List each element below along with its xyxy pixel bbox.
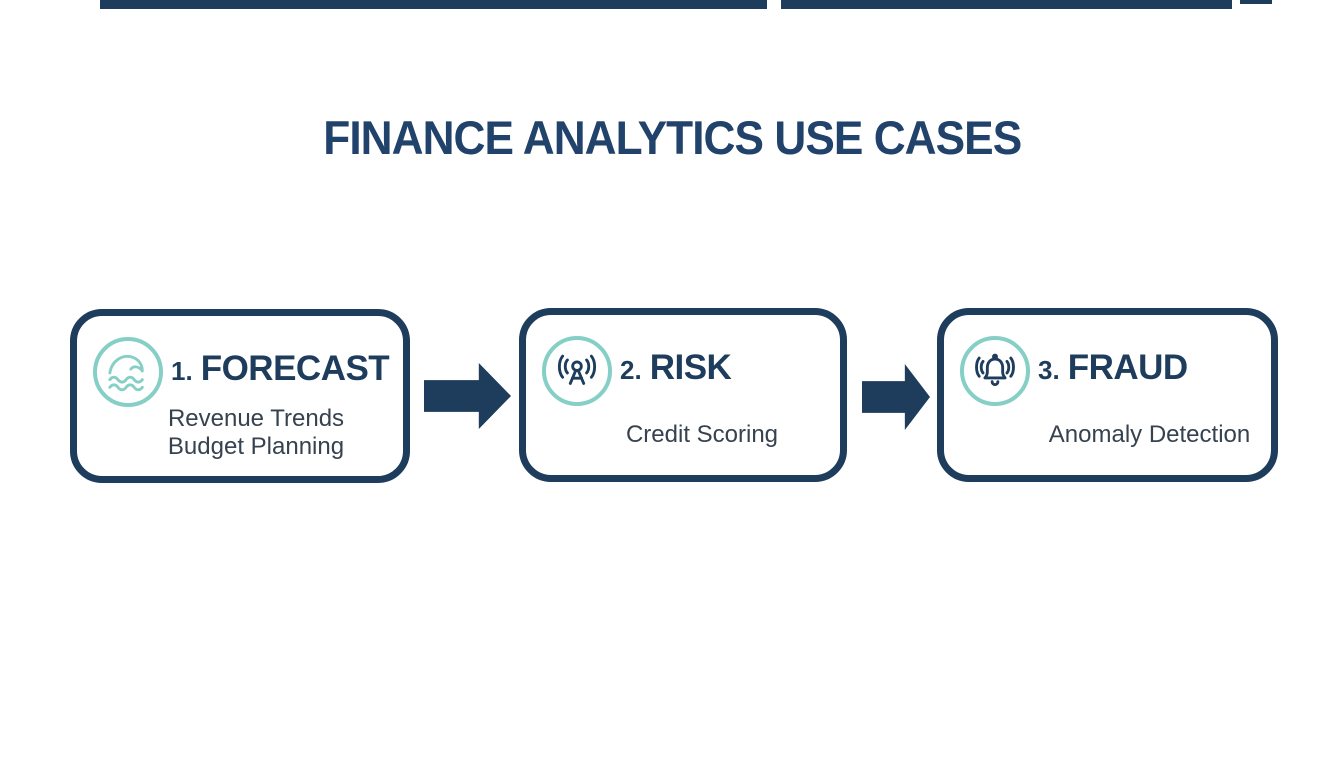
step-details: Credit Scoring [545,421,859,449]
detail-line: Anomaly Detection [1048,421,1251,448]
top-border-bar-left [100,0,767,9]
flow-arrow-1 [424,363,511,429]
step-number: 1. [171,356,193,386]
step-details: Anomaly Detection [986,421,1313,449]
step-number: 2. [620,355,642,385]
broadcast-signal-icon [542,336,612,406]
step-details: Revenue Trends Budget Planning [93,405,419,461]
step-label: FORECAST [200,349,390,388]
step-label: RISK [649,348,732,387]
step-title: 1. FORECAST [171,349,390,389]
step-title: 2. RISK [620,348,732,388]
flow-arrow-2 [862,364,930,430]
top-border-bar-dash [1240,0,1272,4]
top-border-bar-right [781,0,1232,9]
detail-line: Revenue Trends [167,405,345,432]
page-title: FINANCE ANALYTICS USE CASES [0,110,1344,165]
ocean-wave-icon [93,337,163,407]
detail-line: Budget Planning [167,433,345,460]
alert-bell-icon [960,336,1030,406]
step-card-forecast: 1. FORECAST Revenue Trends Budget Planni… [70,309,410,483]
step-number: 3. [1038,355,1060,385]
step-label: FRAUD [1067,348,1188,387]
step-title: 3. FRAUD [1038,348,1188,388]
page-title-text: FINANCE ANALYTICS USE CASES [323,111,1022,164]
step-card-fraud: 3. FRAUD Anomaly Detection [937,308,1278,482]
detail-line: Credit Scoring [625,421,779,448]
step-card-risk: 2. RISK Credit Scoring [519,308,847,482]
